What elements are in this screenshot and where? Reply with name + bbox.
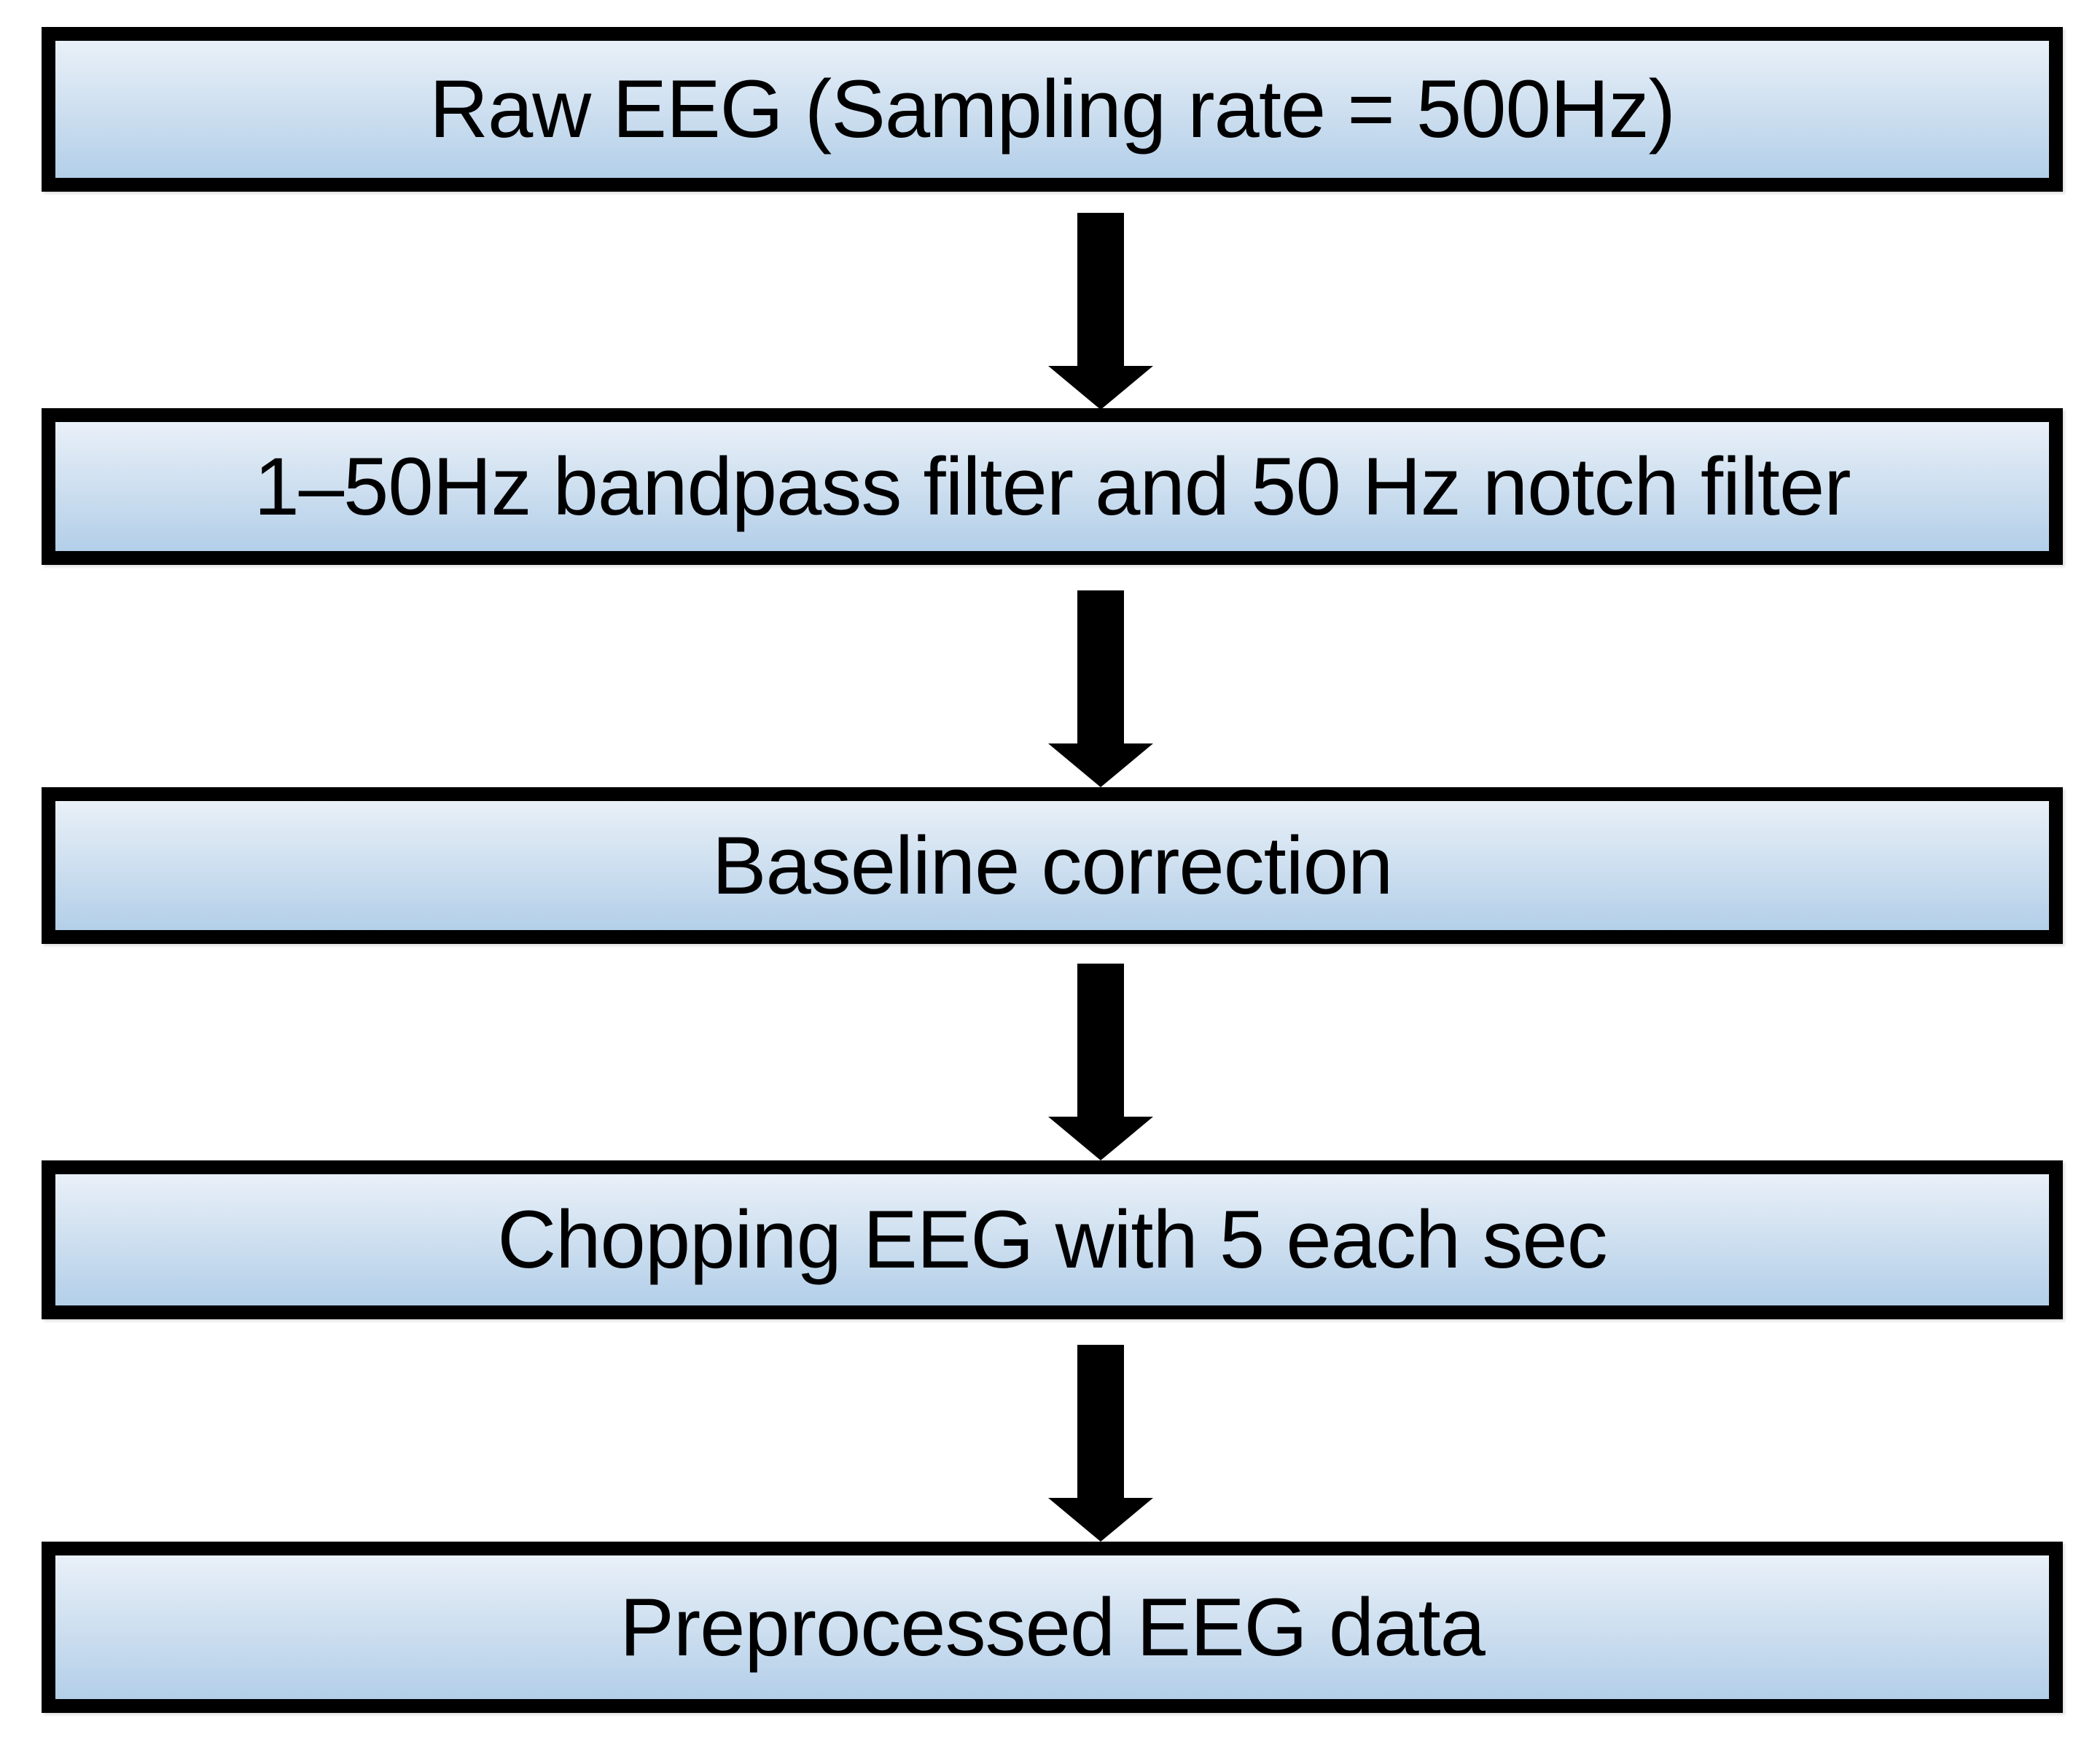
flow-step-label: 1–50Hz bandpass filter and 50 Hz notch f… — [254, 440, 1851, 532]
flow-step-chopping-eeg: Chopping EEG with 5 each sec — [42, 1160, 2063, 1319]
arrow-head-icon — [1048, 1117, 1153, 1160]
flow-step-label: Raw EEG (Sampling rate = 500Hz) — [429, 63, 1676, 155]
arrow-head-icon — [1048, 366, 1153, 410]
arrow-shaft — [1077, 1345, 1124, 1498]
down-arrow-1 — [1048, 213, 1153, 410]
flow-step-baseline-correction: Baseline correction — [42, 787, 2063, 944]
arrow-head-icon — [1048, 1498, 1153, 1542]
flow-step-label: Baseline correction — [711, 819, 1393, 911]
down-arrow-2 — [1048, 590, 1153, 787]
flow-step-raw-eeg: Raw EEG (Sampling rate = 500Hz) — [42, 27, 2063, 192]
flow-step-bandpass-notch-filter: 1–50Hz bandpass filter and 50 Hz notch f… — [42, 408, 2063, 565]
arrow-shaft — [1077, 964, 1124, 1117]
down-arrow-4 — [1048, 1345, 1153, 1542]
flow-step-preprocessed-data: Preprocessed EEG data — [42, 1542, 2063, 1713]
flow-step-label: Chopping EEG with 5 each sec — [497, 1194, 1607, 1286]
arrow-shaft — [1077, 590, 1124, 743]
flow-step-label: Preprocessed EEG data — [620, 1581, 1486, 1673]
arrow-head-icon — [1048, 743, 1153, 787]
down-arrow-3 — [1048, 964, 1153, 1160]
arrow-shaft — [1077, 213, 1124, 366]
